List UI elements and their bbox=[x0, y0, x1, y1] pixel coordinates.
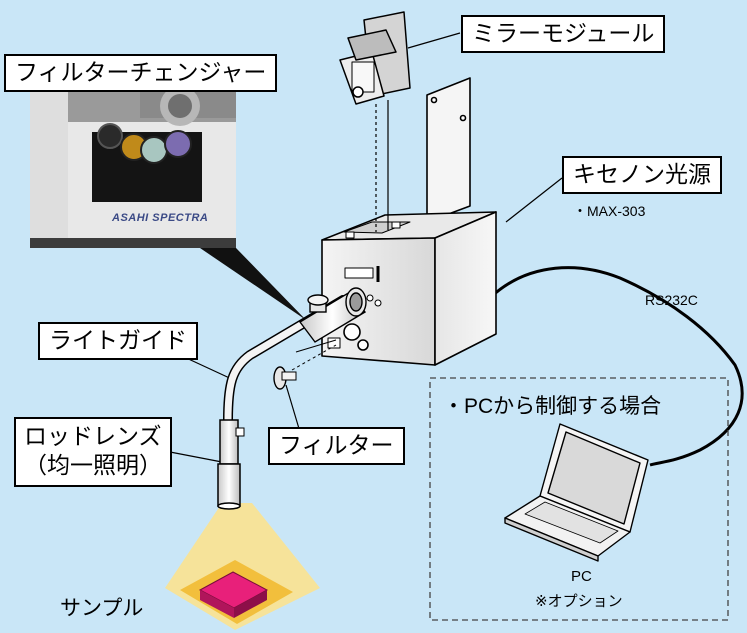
label-filter: フィルター bbox=[268, 427, 405, 465]
label-xenon-light-source: キセノン光源 bbox=[562, 156, 722, 194]
photo-brand-text: ASAHI SPECTRA bbox=[112, 212, 209, 224]
mirror-module bbox=[339, 11, 411, 105]
filter-changer-photo-art bbox=[30, 92, 236, 248]
filter-changer-photo: ASAHI SPECTRA bbox=[30, 92, 236, 248]
label-light-guide: ライトガイド bbox=[38, 322, 198, 360]
laptop bbox=[504, 423, 649, 562]
sample-block bbox=[198, 571, 269, 618]
lens-assembly bbox=[298, 287, 367, 343]
xenon-box bbox=[321, 77, 497, 366]
rs232c-cable bbox=[491, 266, 744, 467]
xenon-model: ・MAX-303 bbox=[573, 203, 646, 219]
label-rod-lens: ロッドレンズ （均一照明） bbox=[14, 417, 172, 487]
rod-lens bbox=[217, 419, 245, 510]
label-pc: PC bbox=[571, 568, 592, 585]
label-rs232c: RS232C bbox=[645, 292, 698, 308]
label-mirror-module: ミラーモジュール bbox=[461, 15, 666, 53]
leader-lines bbox=[169, 32, 563, 463]
label-filter-changer: フィルターチェンジャー bbox=[4, 54, 278, 92]
rod-lens-line2: （均一照明） bbox=[24, 452, 162, 479]
photo-pointer bbox=[200, 248, 306, 320]
label-pc-control: ・PCから制御する場合 bbox=[443, 395, 662, 418]
label-pc-option: ※オプション bbox=[535, 593, 623, 610]
rod-lens-line1: ロッドレンズ bbox=[24, 424, 162, 450]
filter-disc bbox=[273, 339, 337, 390]
label-sample: サンプル bbox=[60, 597, 144, 620]
